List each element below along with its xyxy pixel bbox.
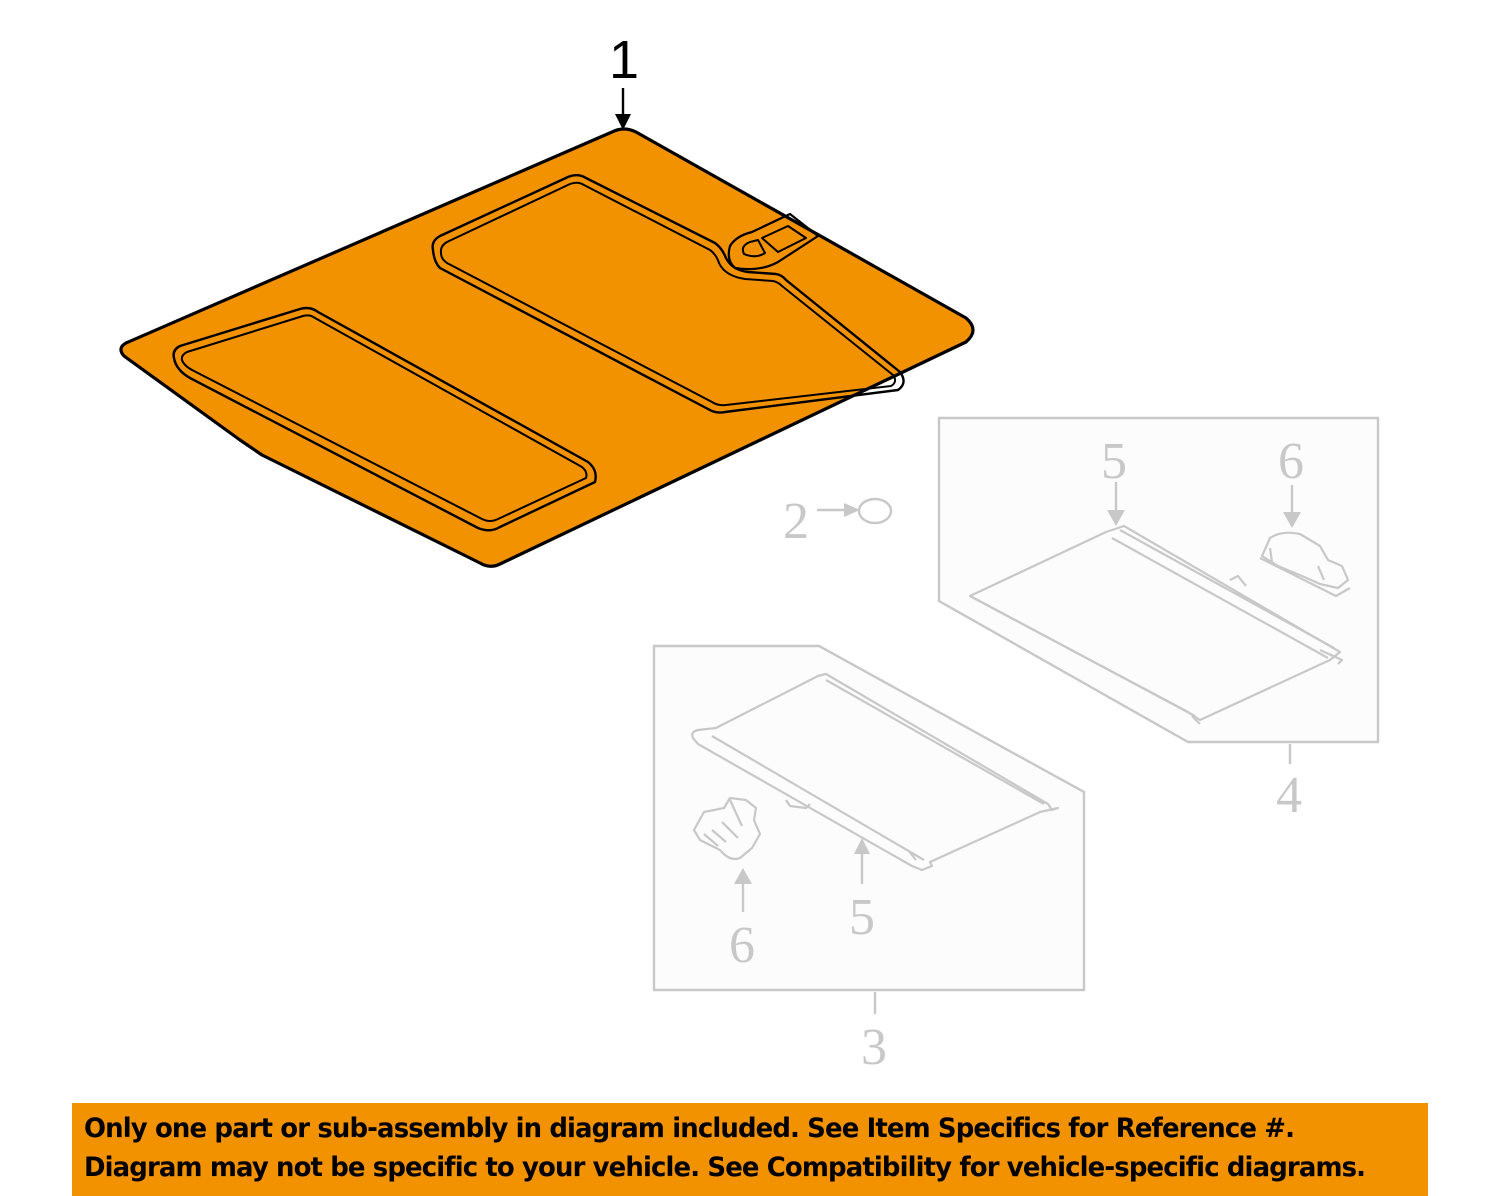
- floor-cover-body: [119, 127, 975, 568]
- part-2-plug[interactable]: 2: [783, 493, 893, 550]
- plug-icon: [857, 497, 893, 525]
- callout-number-6-lower: 6: [729, 917, 755, 974]
- callout-arrow-6-lower: [734, 868, 752, 912]
- group-4-frame: [937, 416, 1380, 744]
- part-1-floor-cover[interactable]: [119, 127, 975, 568]
- floor-cover-right-panel-outer: [431, 174, 905, 414]
- disclaimer-line-2: Diagram may not be specific to your vehi…: [84, 1152, 1366, 1183]
- floor-cover-left-panel-outer: [172, 306, 597, 532]
- callout-arrow-1: [615, 88, 631, 130]
- callout-number-2: 2: [783, 493, 809, 550]
- callout-number-3: 3: [861, 1019, 887, 1076]
- group-3-frame: [652, 644, 1086, 992]
- callout-number-1: 1: [609, 30, 639, 90]
- callout-number-5-upper: 5: [1101, 433, 1127, 490]
- floor-cover-left-panel-inner: [180, 314, 588, 522]
- floor-cover-right-panel-inner: [439, 181, 897, 407]
- bracket-upper-icon: [1259, 531, 1351, 598]
- handle-pocket-icon: [727, 212, 820, 271]
- cargo-cover-lower-icon: [691, 672, 1060, 872]
- assembly-group-3[interactable]: 5 6 3: [652, 644, 1086, 1076]
- disclaimer-line-1: Only one part or sub-assembly in diagram…: [84, 1113, 1295, 1144]
- assembly-group-4[interactable]: 5 6 4: [937, 416, 1380, 824]
- callout-number-4: 4: [1276, 767, 1302, 824]
- cargo-cover-upper-icon: [968, 524, 1344, 725]
- callout-number-5-lower: 5: [849, 889, 875, 946]
- callout-arrow-6-upper: [1283, 485, 1301, 528]
- disclaimer-banner: Only one part or sub-assembly in diagram…: [72, 1103, 1428, 1196]
- callout-number-6-upper: 6: [1278, 433, 1304, 490]
- bracket-lower-icon: [692, 796, 762, 861]
- callout-arrow-5-lower: [854, 838, 870, 884]
- callout-arrow-5-upper: [1107, 482, 1125, 526]
